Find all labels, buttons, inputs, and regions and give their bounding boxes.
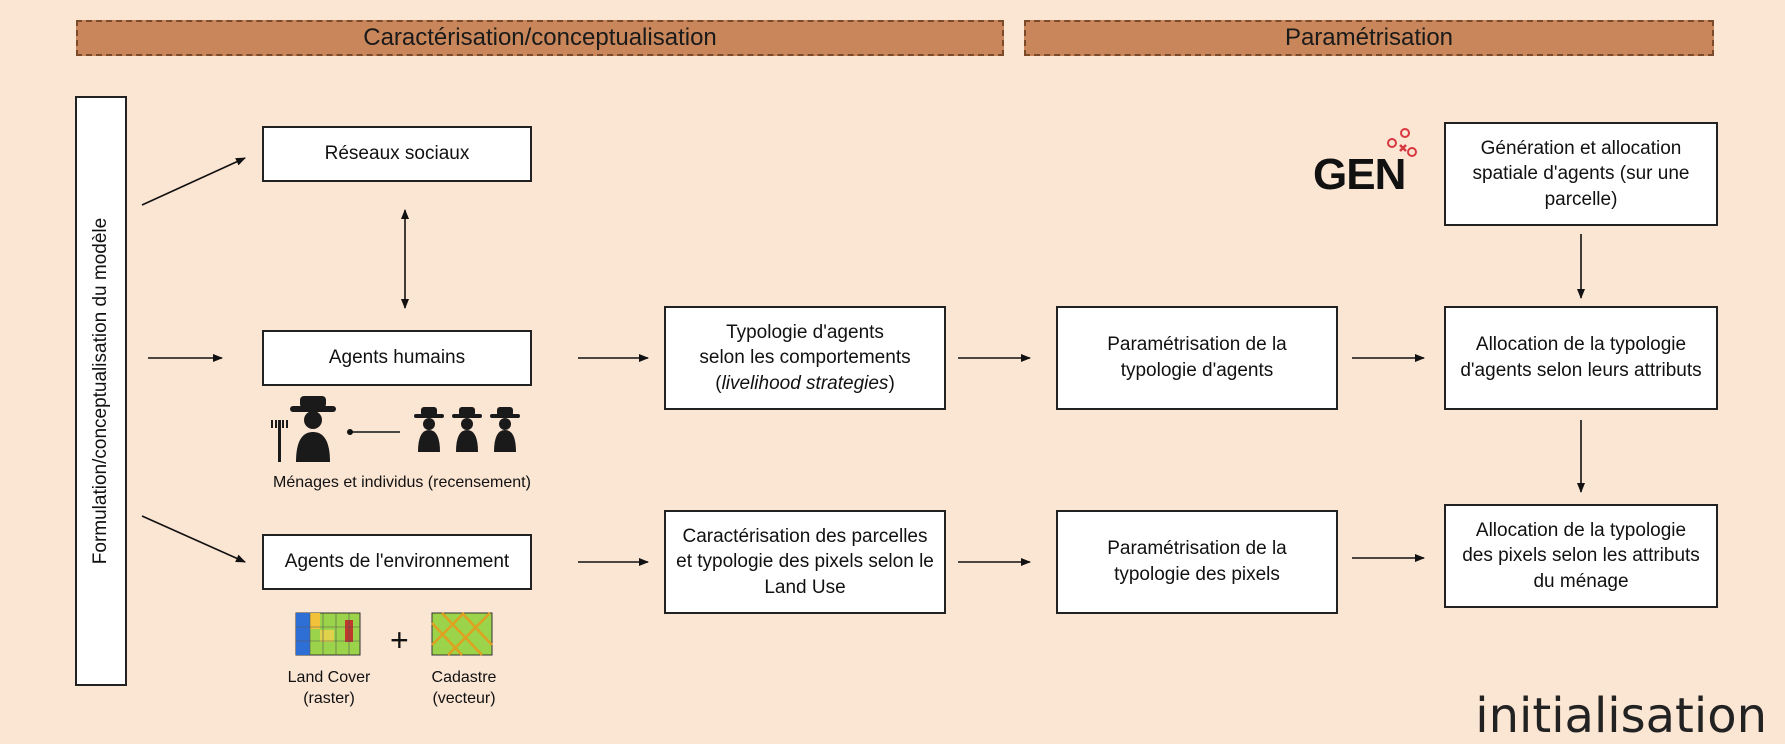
generation-label: Génération et allocation spatiale d'agen… [1472,137,1690,210]
param-agents-box: Paramétrisation de la typologie d'agents [1056,306,1338,410]
human-agents-box: Agents humains [262,330,532,386]
generation-box: Génération et allocation spatiale d'agen… [1444,122,1718,226]
allocation-pixels-label: Allocation de la typologie des pixels se… [1462,519,1700,592]
allocation-pixels-box: Allocation de la typologie des pixels se… [1444,504,1718,608]
cadastre-caption: Cadastre (vecteur) [431,669,497,707]
livelihood-strategies-text: livelihood strategies [721,372,889,394]
human-agents-label: Agents humains [328,347,466,369]
environment-agents-label: Agents de l'environnement [284,551,510,573]
arrow-to-social [141,157,246,206]
model-formulation-box: Formulation/conceptualisation du modèle [75,96,127,686]
allocation-agents-label: Allocation de la typologie d'agents selo… [1460,334,1702,381]
social-networks-box: Réseaux sociaux [262,126,532,182]
agent-typology-line1: Typologie d'agents [726,321,884,343]
gen-logo: GEN [1313,150,1406,200]
banner-characterisation: Caractérisation/conceptualisation [76,20,1004,56]
parcel-characterisation-label: Caractérisation des parcelles et typolog… [676,525,934,598]
gen-logo-text: GEN [1313,150,1406,199]
households-caption: Ménages et individus (recensement) [273,474,531,491]
param-pixels-label: Paramétrisation de la typologie des pixe… [1107,538,1287,585]
param-agents-label: Paramétrisation de la typologie d'agents [1107,334,1287,381]
agent-typology-line3: (livelihood strategies) [715,372,895,394]
arrow-to-environment [141,515,246,563]
agent-typology-box: Typologie d'agents selon les comportemen… [664,306,946,410]
initialisation-title: initialisation [1475,688,1767,744]
parcel-characterisation-box: Caractérisation des parcelles et typolog… [664,510,946,614]
allocation-agents-box: Allocation de la typologie d'agents selo… [1444,306,1718,410]
banner-parametrisation: Paramétrisation [1024,20,1714,56]
plus-sign: + [390,622,409,658]
agent-typology-line2: selon les comportements [699,347,911,369]
land-cover-caption: Land Cover (raster) [287,669,371,707]
social-networks-label: Réseaux sociaux [324,143,470,165]
environment-agents-box: Agents de l'environnement [262,534,532,590]
param-pixels-box: Paramétrisation de la typologie des pixe… [1056,510,1338,614]
